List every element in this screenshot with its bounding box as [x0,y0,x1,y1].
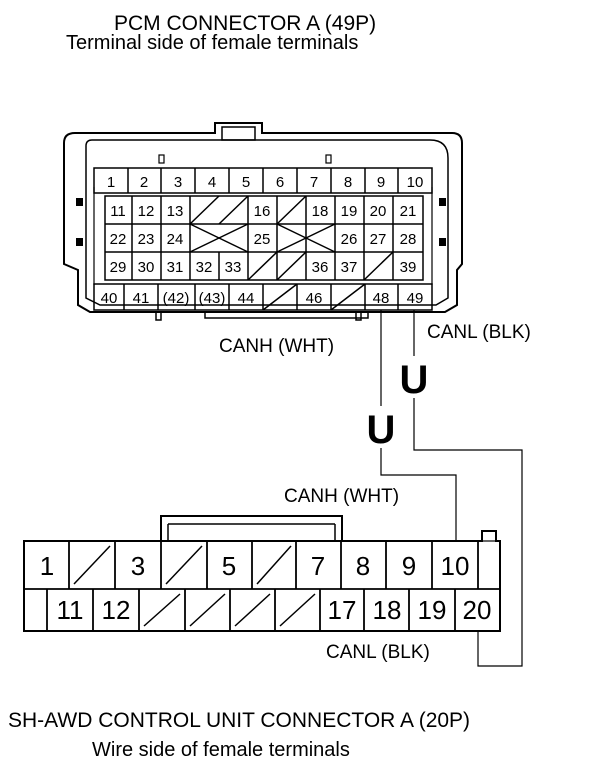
pcm-pin-11: 11 [110,203,126,220]
pcm-pin-4: 4 [208,174,216,191]
pcm-pin-32: 32 [196,259,213,276]
pcm-pin-39: 39 [400,259,417,276]
canl-wire-break-icon: U [400,358,429,402]
awd-pin-7: 7 [311,551,325,581]
pcm-pin-44: 44 [238,290,255,307]
pcm-pin-6: 6 [276,174,284,191]
pcm-pin-42: (42) [163,290,190,307]
awd-pin-1: 1 [40,551,54,581]
awd-connector-subtitle: Wire side of female terminals [92,739,350,761]
awd-pin-11: 11 [57,595,84,625]
awd-pin-17: 17 [328,595,357,625]
pcm-empty-cavities [189,195,394,311]
pcm-pin-31: 31 [167,259,184,276]
pcm-pin-25: 25 [254,231,271,248]
canh-wire [380,310,457,541]
pcm-pin-21: 21 [400,203,417,220]
pcm-pin-5: 5 [242,174,250,191]
pcm-pin-36: 36 [312,259,329,276]
pcm-pin-48: 48 [373,290,390,307]
awd-pin-grid [24,541,501,631]
wiring-harness [380,310,523,667]
pcm-pin-9: 9 [377,174,385,191]
awd-pin-12: 12 [102,595,131,625]
pcm-pin-2: 2 [140,174,148,191]
pcm-pin-46: 46 [306,290,323,307]
awd-pin-8: 8 [356,551,370,581]
pcm-connector-subtitle: Terminal side of female terminals [66,32,358,54]
pcm-pin-12: 12 [138,203,155,220]
wire-break-symbols: U U [367,356,429,452]
pcm-pin-20: 20 [370,203,387,220]
pcm-pin-29: 29 [110,259,127,276]
pcm-pin-18: 18 [312,203,329,220]
awd-pin-20: 20 [463,595,492,625]
pcm-pin-40: 40 [101,290,118,307]
pcm-pin-13: 13 [167,203,184,220]
awd-pin-10: 10 [441,551,470,581]
canl-wire [413,310,523,667]
pcm-pin-16: 16 [254,203,271,220]
awd-empty-cavities [73,545,316,627]
canh-label-pcm: CANH (WHT) [219,336,334,357]
pcm-pin-30: 30 [138,259,155,276]
pcm-connector-housing [63,122,463,321]
pcm-pin-28: 28 [400,231,417,248]
canl-label-awd: CANL (BLK) [326,642,430,663]
pcm-pin-1: 1 [107,174,115,191]
awd-pin-labels: 1 3 5 7 8 9 10 11 12 17 18 19 20 [40,551,492,625]
awd-connector-title: SH-AWD CONTROL UNIT CONNECTOR A (20P) [8,709,470,732]
pcm-pin-49: 49 [407,290,424,307]
canh-wire-break-icon: U [367,408,396,452]
pcm-pin-26: 26 [341,231,358,248]
awd-connector-housing [23,515,501,632]
pcm-pin-19: 19 [341,203,358,220]
pcm-pin-8: 8 [344,174,352,191]
canl-label-pcm: CANL (BLK) [427,322,531,343]
awd-pin-5: 5 [222,551,236,581]
pcm-pin-24: 24 [167,231,184,248]
pcm-pin-7: 7 [310,174,318,191]
pcm-pin-41: 41 [133,290,150,307]
pcm-pin-10: 10 [407,174,424,191]
pcm-pin-grid [93,167,433,311]
pcm-connector-title: PCM CONNECTOR A (49P) [114,12,376,35]
pcm-pin-27: 27 [370,231,387,248]
pcm-pin-labels: 1 2 3 4 5 6 7 8 9 10 11 12 13 16 18 19 2… [101,174,424,307]
pcm-pin-3: 3 [174,174,182,191]
awd-pin-9: 9 [402,551,416,581]
pcm-pin-37: 37 [341,259,358,276]
pcm-pin-43: (43) [199,290,226,307]
awd-pin-18: 18 [373,595,402,625]
pcm-pin-22: 22 [110,231,127,248]
pcm-pin-23: 23 [138,231,155,248]
canh-label-awd: CANH (WHT) [284,486,399,507]
awd-pin-3: 3 [131,551,145,581]
pcm-pin-33: 33 [225,259,242,276]
awd-pin-19: 19 [418,595,447,625]
